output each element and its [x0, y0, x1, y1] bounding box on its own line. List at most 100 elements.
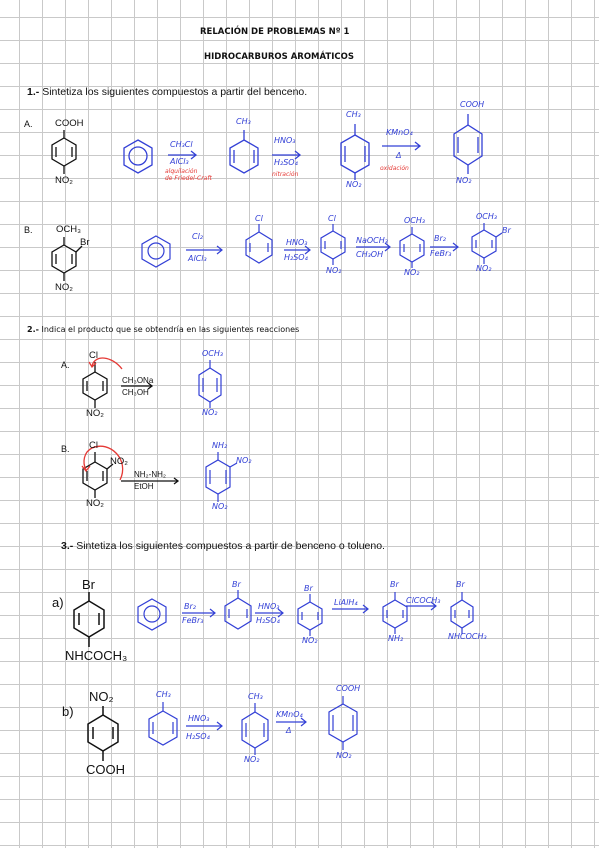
q1a-r1-bottom: AlCl₃: [170, 157, 189, 166]
q1a-r2-note: nitración: [272, 171, 299, 178]
q1b-p2-top: Cl: [328, 214, 336, 223]
q1b-r4-top: Br₂: [434, 234, 446, 243]
q1a-cooh: COOH: [55, 118, 84, 129]
q1a-handwritten-scheme: [123, 114, 483, 180]
q3b-no2: NO₂: [89, 689, 114, 704]
q3b-r2-top: KMnO₄: [276, 710, 303, 719]
q3a-p2-top: Br: [304, 584, 313, 593]
question-2-text: Indica el producto que se obtendría en l…: [41, 325, 300, 334]
q1b-br: Br: [80, 237, 90, 248]
q1a-r2-top: HNO₃: [274, 136, 296, 145]
q3a-r2-top: HNO₃: [258, 602, 280, 611]
q1a-p3-bottom: NO₂: [456, 176, 472, 185]
q3a-r1-top: Br₂: [184, 602, 196, 611]
q1a-p3-top: COOH: [460, 100, 485, 109]
q3a-nhcoch3: NHCOCH₃: [65, 648, 128, 663]
question-1-number: 1.-: [27, 86, 40, 98]
q2b-product-bottom: NO₂: [212, 502, 228, 511]
q1a-target-structure: [51, 130, 77, 174]
q2b-label: B.: [61, 444, 70, 454]
q1a-p2-bottom: NO₂: [346, 180, 362, 189]
question-3-number: 3.-: [61, 540, 74, 552]
q2b-product-top: NH₂: [212, 441, 228, 450]
q3a-p4-top: Br: [456, 580, 465, 589]
q3a-p1-sub: Br: [232, 580, 241, 589]
q3a-r1-bottom: FeBr₃: [182, 616, 204, 625]
q2a-reagent-bottom: CH₃OH: [122, 388, 149, 397]
q1b-p3-bottom: NO₂: [404, 268, 420, 277]
q1b-p1-sub: Cl: [255, 214, 263, 223]
q3a-r4-top: ClCOCH₃: [406, 596, 441, 605]
question-3: 3.- Sintetiza los siguientes compuestos …: [61, 540, 385, 552]
q3a-br: Br: [82, 577, 95, 592]
q1b-r1-bottom: AlCl₃: [188, 254, 207, 263]
q1a-p1-sub: CH₃: [236, 117, 251, 126]
q2b-no2: NO₂: [86, 498, 104, 509]
q1b-r3-bottom: CH₃OH: [356, 250, 384, 259]
q3b-r1-top: HNO₃: [188, 714, 210, 723]
q1a-r3-note: oxidación: [380, 165, 409, 172]
q1a-r1-top: CH₃Cl: [170, 140, 193, 149]
q3a-p4-bottom: NHCOCH₃: [448, 632, 487, 641]
q1b-p4-top: OCH₃: [476, 212, 498, 221]
q2b-cl: Cl: [89, 440, 98, 451]
page-title: RELACIÓN DE PROBLEMAS Nº 1: [200, 27, 350, 37]
q1a-p2-top: CH₃: [346, 110, 361, 119]
q1b-p3-top: OCH₃: [404, 216, 426, 225]
page-subtitle: HIDROCARBUROS AROMÁTICOS: [204, 52, 354, 62]
q1a-r1-note2: de Friedel-Craft: [165, 175, 212, 182]
q1b-r2-top: HNO₃: [286, 238, 308, 247]
q3a-p3-bottom: NH₂: [388, 634, 404, 643]
q2b-reagent-bottom: EtOH: [134, 482, 154, 491]
q1b-r4-bottom: FeBr₃: [430, 249, 452, 258]
q1b-r2-bottom: H₂SO₄: [284, 253, 308, 262]
q1a-r1-note1: alquilación: [165, 168, 198, 175]
q2b-handwritten-product: [205, 452, 238, 502]
q2a-product-top: OCH₃: [202, 349, 224, 358]
q2b-reactant-structure: [82, 452, 180, 498]
q2b-side-no2: NO₂: [110, 456, 128, 467]
q1a-r3-bottom: Δ: [396, 151, 402, 160]
q2a-curved-arrow: [88, 357, 123, 370]
q3a-target-structure: [73, 592, 105, 647]
q3b-handwritten-scheme: [148, 696, 358, 755]
q2a-handwritten-product: [198, 360, 222, 408]
q2a-reactant-structure: [82, 362, 154, 408]
q1b-label: B.: [24, 225, 33, 235]
q3b-label: b): [62, 704, 74, 719]
q3b-r1-bottom: H₂SO₄: [186, 732, 210, 741]
q1a-label: A.: [24, 119, 33, 129]
q3b-target-structure: [87, 706, 119, 761]
q1a-r3-top: KMnO₄: [386, 128, 413, 137]
q2a-cl: Cl: [89, 350, 98, 361]
q2a-reagent-top: CH₃ONa: [122, 376, 154, 385]
question-3-text: Sintetiza los siguientes compuestos a pa…: [76, 540, 385, 552]
q1b-no2: NO₂: [55, 282, 73, 293]
q3a-label: a): [52, 595, 64, 610]
q3b-p1-top: CH₃: [248, 692, 263, 701]
q3a-p3-top: Br: [390, 580, 399, 589]
question-1-text: Sintetiza los siguientes compuestos a pa…: [42, 86, 308, 98]
q1a-no2: NO₂: [55, 175, 73, 186]
question-2-number: 2.-: [27, 325, 39, 334]
q3b-p2-top: COOH: [336, 684, 361, 693]
q2b-product-side: NO₂: [236, 456, 252, 465]
q2b-reagent-top: NH₂-NH₂: [134, 470, 166, 479]
q2a-product-bottom: NO₂: [202, 408, 218, 417]
question-1: 1.- Sintetiza los siguientes compuestos …: [27, 86, 307, 98]
q1a-r2-bottom: H₂SO₄: [274, 158, 298, 167]
q3a-p2-bottom: NO₂: [302, 636, 318, 645]
q3a-r2-bottom: H₂SO₄: [256, 616, 280, 625]
q1b-och3: OCH₃: [56, 224, 81, 235]
q1b-target-structure: [51, 237, 83, 281]
q3b-p1-bottom: NO₂: [244, 755, 260, 764]
question-2: 2.- Indica el producto que se obtendría …: [27, 325, 299, 334]
q2b-curved-arrow: [81, 445, 124, 481]
q1b-handwritten-scheme: [141, 223, 503, 268]
q1b-r3-top: NaOCH₃: [356, 236, 388, 245]
q2a-no2: NO₂: [86, 408, 104, 419]
q3b-sm-sub: CH₃: [156, 690, 171, 699]
q1b-p4-side: Br: [502, 226, 511, 235]
q3b-r2-bottom: Δ: [286, 726, 292, 735]
